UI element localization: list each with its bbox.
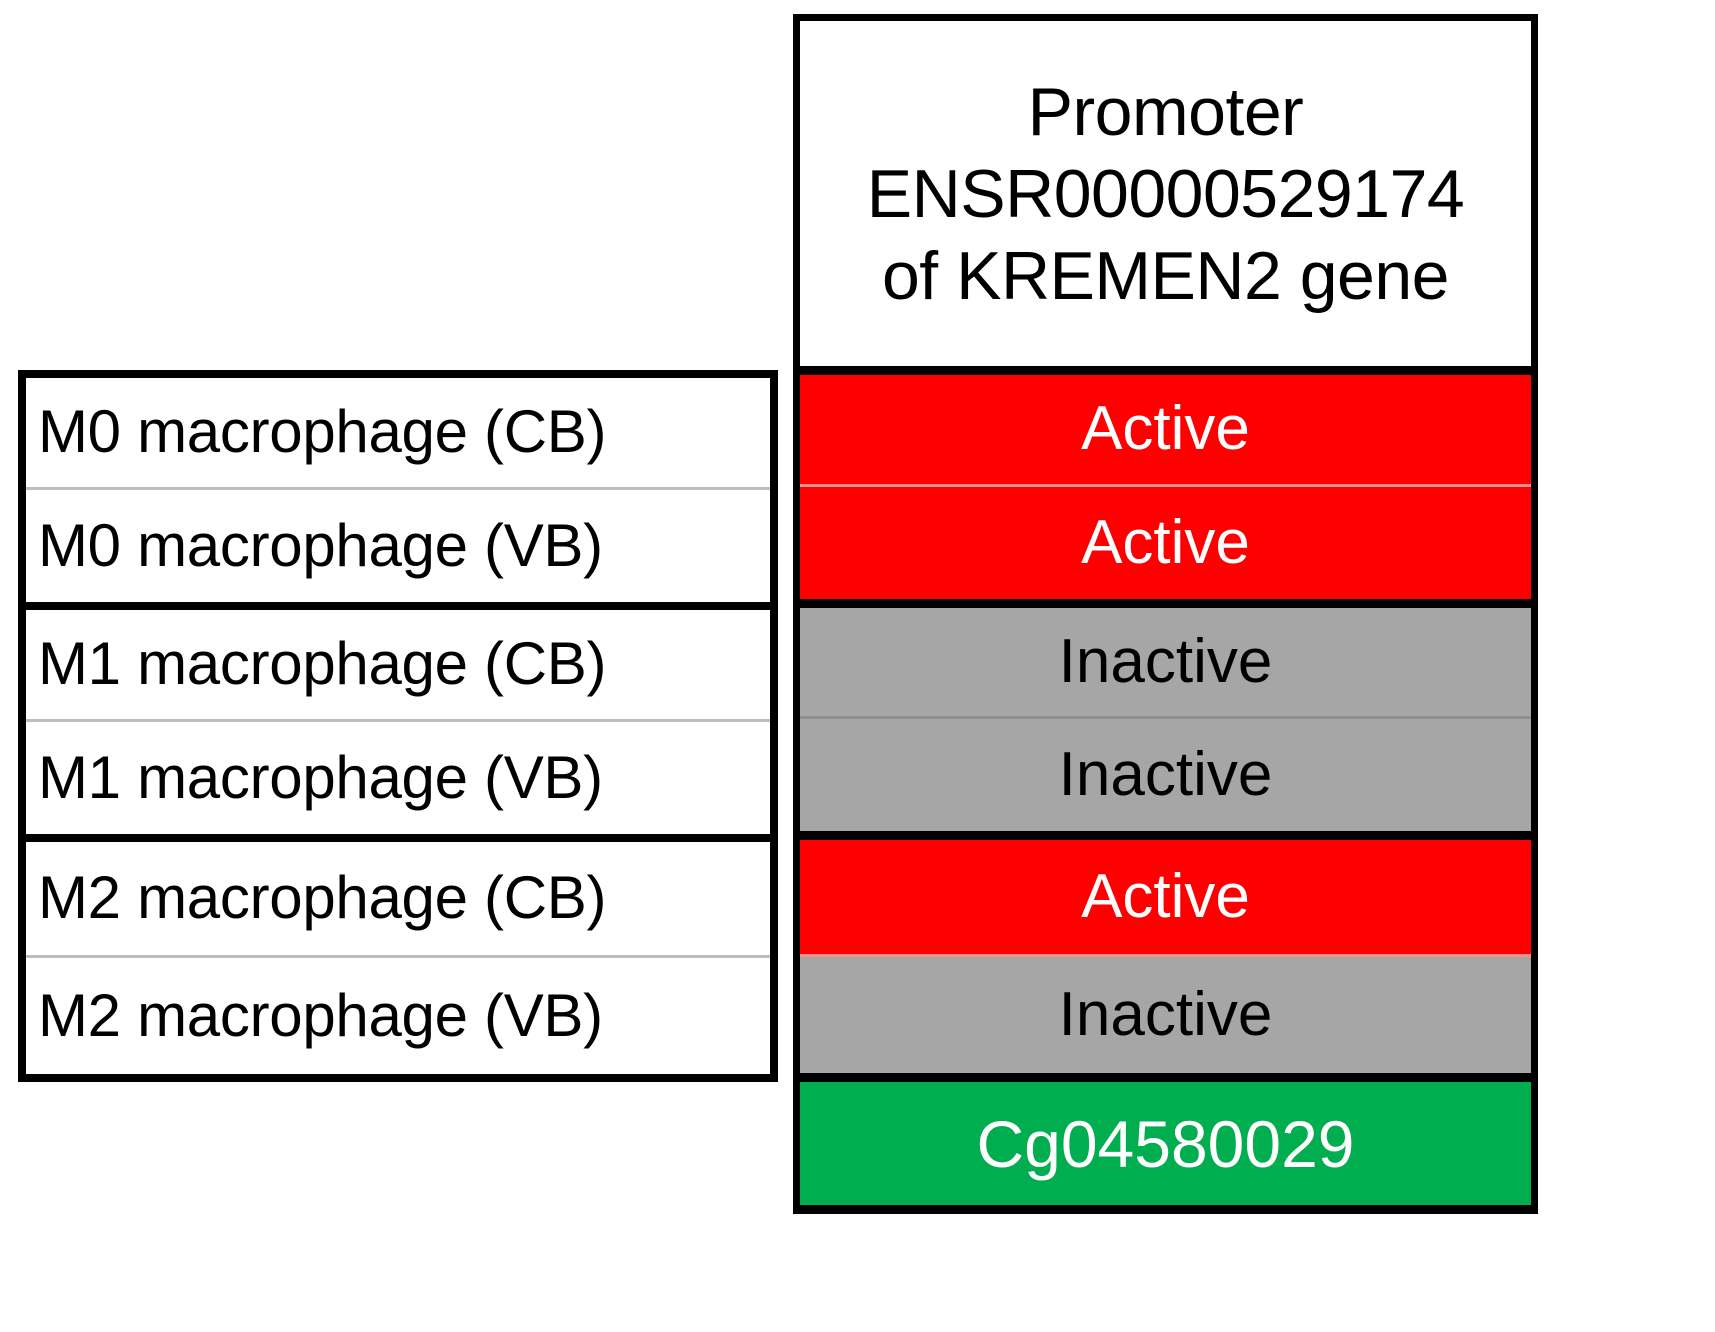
column-header-line-3: of KREMEN2 gene [881, 237, 1450, 314]
column-header-line-2: ENSR00000529174 [866, 155, 1465, 232]
row-label-m0-cb: M0 macrophage (CB) [26, 378, 770, 490]
row-label-m2-cb: M2 macrophage (CB) [26, 842, 770, 958]
column-header-promoter: Promoter ENSR00000529174 of KREMEN2 gene [793, 14, 1538, 366]
column-header-line-1: Promoter [1027, 73, 1304, 150]
status-cell-m2-vb: Inactive [800, 956, 1531, 1073]
status-group-m0: Active Active [800, 375, 1531, 608]
status-group-m2: Active Inactive [800, 840, 1531, 1073]
status-cell-m0-cb: Active [800, 375, 1531, 487]
cpg-probe-cell: Cg04580029 [793, 1082, 1538, 1214]
cell-type-label-column: M0 macrophage (CB) M0 macrophage (VB) M1… [18, 370, 778, 1082]
row-label-m0-vb: M0 macrophage (VB) [38, 511, 603, 579]
row-label-m1-cb: M1 macrophage (CB) [26, 610, 770, 722]
row-label-m1-vb: M1 macrophage (VB) [38, 743, 603, 811]
label-group-m0: M0 macrophage (CB) M0 macrophage (VB) [26, 378, 770, 610]
status-cell-m1-cb: Inactive [800, 607, 1531, 720]
promoter-status-column: Active Active Inactive Inactive Active I… [793, 366, 1538, 1082]
status-group-m1: Inactive Inactive [800, 607, 1531, 841]
status-cell-m1-vb: Inactive [800, 719, 1531, 832]
status-cell-m2-cb: Active [800, 840, 1531, 957]
status-cell-m0-vb: Active [800, 486, 1531, 599]
label-group-m1: M1 macrophage (CB) M1 macrophage (VB) [26, 610, 770, 842]
row-label-m2-vb: M2 macrophage (VB) [38, 981, 603, 1049]
label-group-m2: M2 macrophage (CB) M2 macrophage (VB) [26, 842, 770, 1074]
